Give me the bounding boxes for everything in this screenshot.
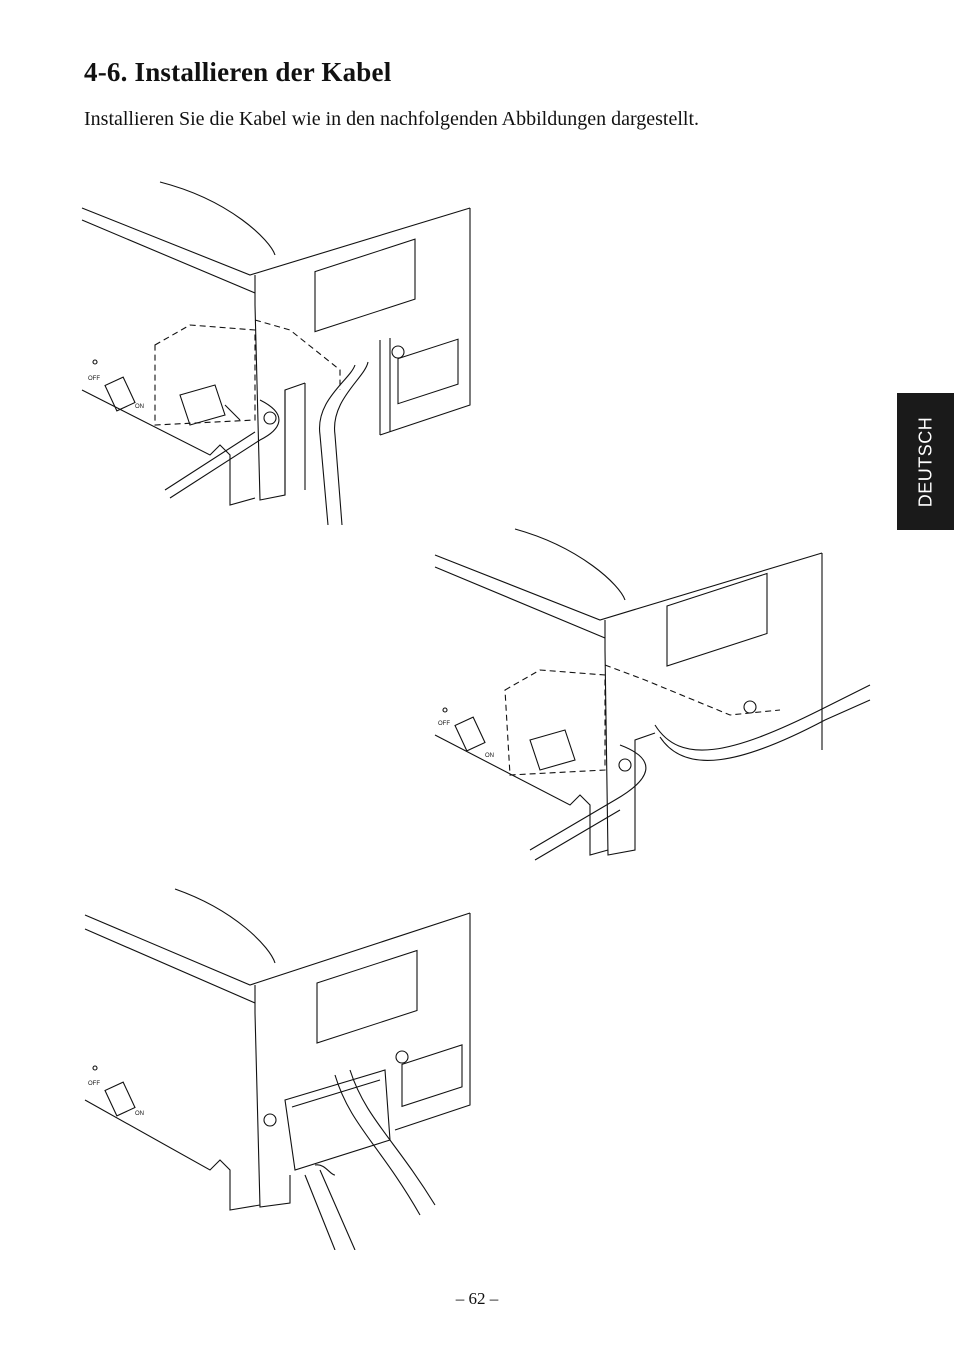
indicator-dot (92, 359, 98, 365)
label-plate (666, 572, 768, 667)
label-plate (316, 949, 418, 1044)
screw-hole (391, 345, 405, 359)
screw-hole (263, 1113, 277, 1127)
switch-on-label: ON (485, 753, 494, 759)
switch-off-label: OFF (88, 376, 100, 382)
printer-cover-curve (514, 528, 626, 601)
printer-front-face (254, 208, 471, 501)
power-plug (529, 729, 576, 771)
printer-front-face (604, 553, 823, 856)
cable-guide (284, 338, 391, 495)
language-tab-label: DEUTSCH (915, 416, 935, 507)
power-plug (179, 384, 241, 426)
interface-cable (334, 1069, 436, 1216)
printer-top-outline (84, 912, 471, 1013)
language-tab: DEUTSCH (897, 393, 954, 530)
printer-front-face (254, 913, 471, 1208)
switch-on-label: ON (135, 404, 144, 410)
printer-top-outline (81, 207, 471, 305)
power-cable (529, 744, 647, 861)
power-switch (104, 376, 136, 412)
section-heading: 4-6. Installieren der Kabel (84, 57, 392, 87)
printer-front-lower (434, 734, 609, 856)
printer-front-lower (84, 1099, 261, 1211)
intro-paragraph: Installieren Sie die Kabel wie in den na… (84, 108, 700, 130)
screw-hole (395, 1050, 409, 1064)
interface-cable (319, 361, 369, 525)
screw-hole (618, 758, 632, 772)
indicator-dot (442, 707, 448, 713)
printer-top-outline (434, 552, 823, 650)
indicator-dot (92, 1065, 98, 1071)
illustration-step-1: OFF ON (81, 181, 471, 525)
printer-cover-curve (159, 181, 276, 256)
label-plate (314, 238, 416, 333)
power-switch (104, 1081, 136, 1117)
screw-hole (263, 411, 277, 425)
switch-off-label: OFF (438, 721, 450, 727)
hidden-connector-outline (154, 319, 341, 426)
screw-hole (743, 700, 757, 714)
interface-cable (654, 684, 871, 761)
vent-panel (401, 1044, 463, 1108)
illustration-step-3: OFF ON (84, 888, 471, 1250)
switch-off-label: OFF (88, 1081, 100, 1087)
cable-opening (284, 1069, 391, 1171)
page-number: – 62 – (455, 1289, 499, 1308)
hidden-connector-outline (504, 664, 781, 776)
power-cable (304, 1164, 356, 1250)
power-switch (454, 716, 486, 752)
vent-panel (397, 338, 459, 405)
illustration-step-2: OFF ON (434, 528, 871, 861)
switch-on-label: ON (135, 1111, 144, 1117)
printer-cover-curve (174, 888, 276, 964)
power-cable (164, 399, 280, 499)
printer-front-lower (81, 389, 256, 506)
